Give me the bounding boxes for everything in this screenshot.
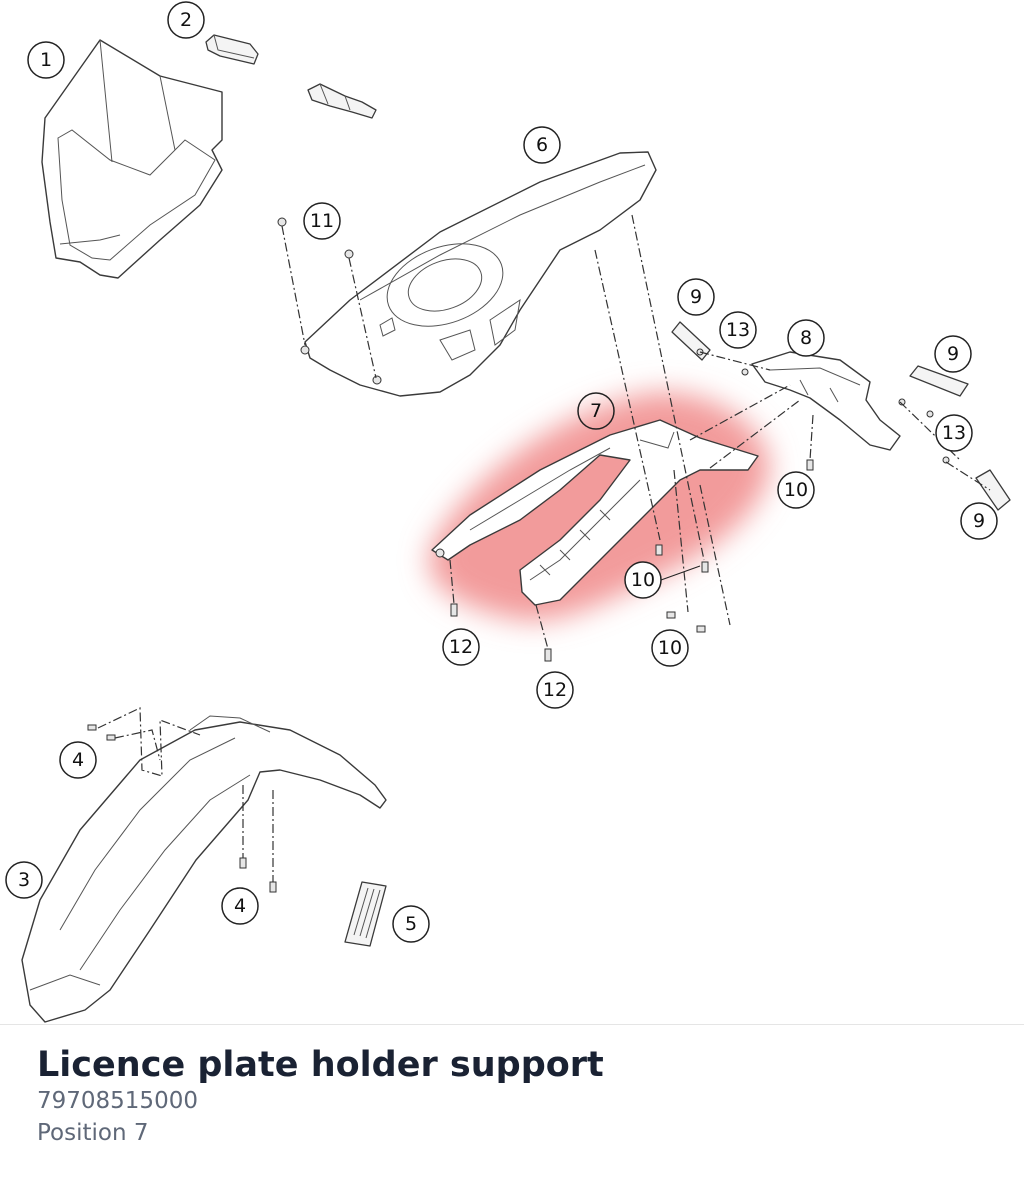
- callout-1-label: 1: [40, 49, 52, 71]
- callout-10-right[interactable]: 10: [777, 471, 815, 509]
- diagram-svg: 1 2 11 6 9 13 8 9 7 13 10 9: [5, 1, 1011, 1023]
- callout-12-right[interactable]: 12: [536, 671, 574, 709]
- callout-9-top[interactable]: 9: [934, 335, 972, 373]
- callout-7-label: 7: [590, 400, 602, 422]
- callout-5-label: 5: [405, 913, 417, 935]
- callout-9-top-label: 9: [947, 343, 959, 365]
- part-position: Position 7: [37, 1120, 149, 1146]
- callout-9-left-label: 9: [690, 286, 702, 308]
- part-rear-fender[interactable]: [300, 151, 657, 397]
- callout-13-left[interactable]: 13: [719, 311, 757, 349]
- callout-12-right-label: 12: [543, 679, 567, 701]
- part-clamp[interactable]: [205, 34, 259, 65]
- callout-3-label: 3: [18, 869, 30, 891]
- callout-10-middle[interactable]: 10: [624, 561, 701, 599]
- callout-4-top[interactable]: 4: [59, 741, 97, 779]
- part-cable-clip[interactable]: [307, 83, 377, 119]
- callout-9-left[interactable]: 9: [677, 278, 715, 316]
- callout-8[interactable]: 8: [787, 319, 825, 357]
- callout-12-left[interactable]: 12: [442, 628, 480, 666]
- callout-3[interactable]: 3: [5, 861, 43, 899]
- callout-10-right-label: 10: [784, 479, 808, 501]
- exploded-parts-diagram: 1 2 11 6 9 13 8 9 7 13 10 9: [5, 1, 1011, 1023]
- callout-9-bottom-label: 9: [973, 510, 985, 532]
- callout-6[interactable]: 6: [523, 126, 561, 164]
- callout-11[interactable]: 11: [303, 202, 341, 240]
- assembly-lines: [97, 214, 991, 882]
- callout-4-bottom[interactable]: 4: [221, 887, 259, 925]
- callout-12-left-label: 12: [449, 636, 473, 658]
- part-front-fender[interactable]: [21, 715, 387, 1023]
- part-number: 79708515000: [37, 1088, 198, 1114]
- callout-4-bottom-label: 4: [234, 895, 246, 917]
- callout-8-label: 8: [800, 327, 812, 349]
- callout-10-bottom-label: 10: [658, 637, 682, 659]
- callout-7[interactable]: 7: [577, 392, 615, 430]
- part-reflector-left[interactable]: [671, 321, 711, 361]
- callout-11-label: 11: [310, 210, 334, 232]
- callout-4-top-label: 4: [72, 749, 84, 771]
- part-headlight-mask[interactable]: [41, 39, 223, 279]
- callout-6-label: 6: [536, 134, 548, 156]
- part-info-panel: Licence plate holder support 79708515000…: [0, 1025, 1024, 1177]
- callout-13-right-label: 13: [942, 422, 966, 444]
- callout-2-label: 2: [180, 9, 192, 31]
- callout-5[interactable]: 5: [392, 905, 430, 943]
- callout-10-middle-label: 10: [631, 569, 655, 591]
- callout-1[interactable]: 1: [27, 41, 65, 79]
- divider: [0, 1024, 1024, 1025]
- part-tail-light-bracket[interactable]: [751, 351, 901, 451]
- callout-9-bottom[interactable]: 9: [960, 502, 998, 540]
- part-number-plate[interactable]: [344, 881, 387, 947]
- part-reflector-top[interactable]: [909, 365, 969, 397]
- part-title: Licence plate holder support: [37, 1045, 604, 1085]
- callout-2[interactable]: 2: [167, 1, 205, 39]
- part-reflector-bottom[interactable]: [975, 469, 1011, 511]
- callout-13-left-label: 13: [726, 319, 750, 341]
- callout-13-right[interactable]: 13: [935, 414, 973, 452]
- callout-10-bottom[interactable]: 10: [651, 629, 689, 667]
- part-licence-plate-holder-support[interactable]: [431, 419, 759, 606]
